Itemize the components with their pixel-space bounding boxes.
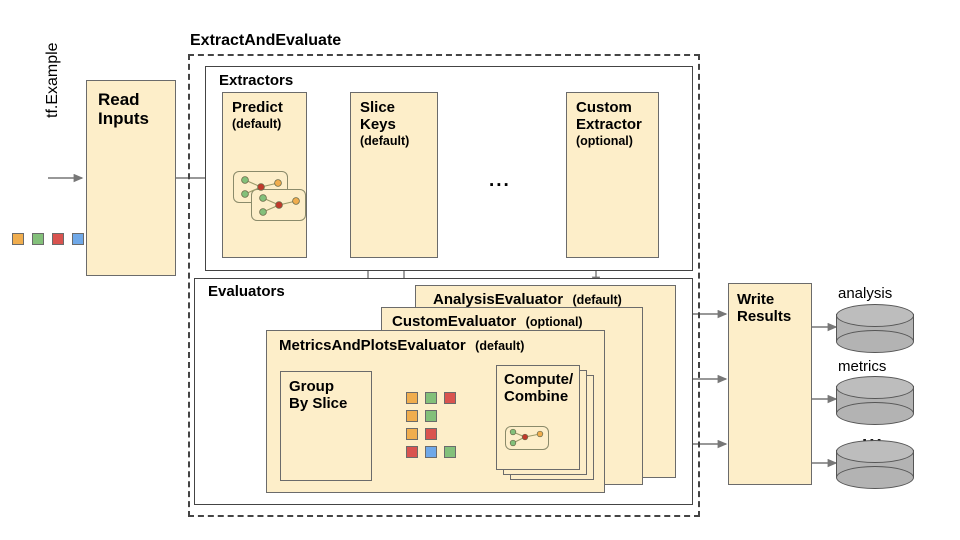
predict-qualifier: (default)	[232, 116, 282, 131]
slice-chip-red	[425, 428, 437, 440]
group-by-slice-line2: By Slice	[289, 394, 348, 412]
predict-name: Predict	[232, 99, 283, 116]
slice-keys-name: Slice	[360, 99, 396, 116]
input-chip-blue	[72, 233, 84, 245]
node-read-inputs[interactable]: Read Inputs	[86, 80, 176, 276]
input-chips	[12, 233, 84, 245]
group-label-extractors: Extractors	[219, 72, 294, 89]
node-slice-keys[interactable]: Slice Keys (default)	[350, 92, 438, 258]
input-chip-red	[52, 233, 64, 245]
slice-chip-green	[425, 410, 437, 422]
custom-extractor-name: Custom	[576, 99, 632, 116]
group-label-evaluators: Evaluators	[208, 283, 285, 300]
analysis-evaluator-name: AnalysisEvaluator	[433, 291, 564, 308]
compute-combine-line2: Combine	[504, 387, 569, 405]
analysis-evaluator-qualifier: (default)	[572, 293, 622, 307]
slice-chip-row	[406, 428, 456, 440]
slice-chip-orange	[406, 392, 418, 404]
read-inputs-line2: Inputs	[98, 108, 149, 128]
input-chip-green	[32, 233, 44, 245]
custom-evaluator-name: CustomEvaluator	[392, 313, 517, 330]
extractors-ellipsis: ...	[489, 170, 511, 191]
node-predict[interactable]: Predict (default)	[222, 92, 307, 258]
slice-chip-red	[406, 446, 418, 458]
slice-keys-name2: Keys	[360, 115, 396, 133]
slice-chip-blue	[425, 446, 437, 458]
group-by-slice-line1: Group	[289, 378, 334, 395]
slice-chip-row	[406, 392, 456, 404]
node-write-results[interactable]: Write Results	[728, 283, 812, 485]
node-group-by-slice[interactable]: Group By Slice	[280, 371, 372, 481]
custom-extractor-qualifier: (optional)	[576, 133, 633, 148]
slice-chip-red	[444, 392, 456, 404]
custom-evaluator-qualifier: (optional)	[525, 315, 583, 329]
group-extract-and-evaluate	[188, 54, 700, 517]
metrics-evaluator-name: MetricsAndPlotsEvaluator	[279, 337, 466, 354]
compute-combine-line1: Compute/	[504, 371, 574, 388]
write-results-line1: Write	[737, 291, 775, 308]
output-caption-metrics: metrics	[838, 358, 887, 375]
node-custom-extractor[interactable]: Custom Extractor (optional)	[566, 92, 659, 258]
read-inputs-line1: Read	[98, 90, 140, 109]
slice-chip-row	[406, 446, 456, 458]
input-label-tf-example: tf.Example	[44, 42, 61, 118]
slice-chip-orange	[406, 428, 418, 440]
slice-chip-grid	[406, 392, 456, 458]
input-chip-orange	[12, 233, 24, 245]
output-caption-analysis: analysis	[838, 285, 893, 302]
slice-chip-green	[444, 446, 456, 458]
slice-chip-orange	[406, 410, 418, 422]
group-label-extract-and-evaluate: ExtractAndEvaluate	[190, 32, 342, 49]
write-results-line2: Results	[737, 307, 792, 325]
node-compute-combine[interactable]: Compute/ Combine	[496, 365, 580, 470]
custom-extractor-name2: Extractor	[576, 115, 642, 133]
metrics-evaluator-qualifier: (default)	[475, 339, 525, 353]
slice-chip-green	[425, 392, 437, 404]
slice-chip-row	[406, 410, 456, 422]
slice-keys-qualifier: (default)	[360, 133, 410, 148]
